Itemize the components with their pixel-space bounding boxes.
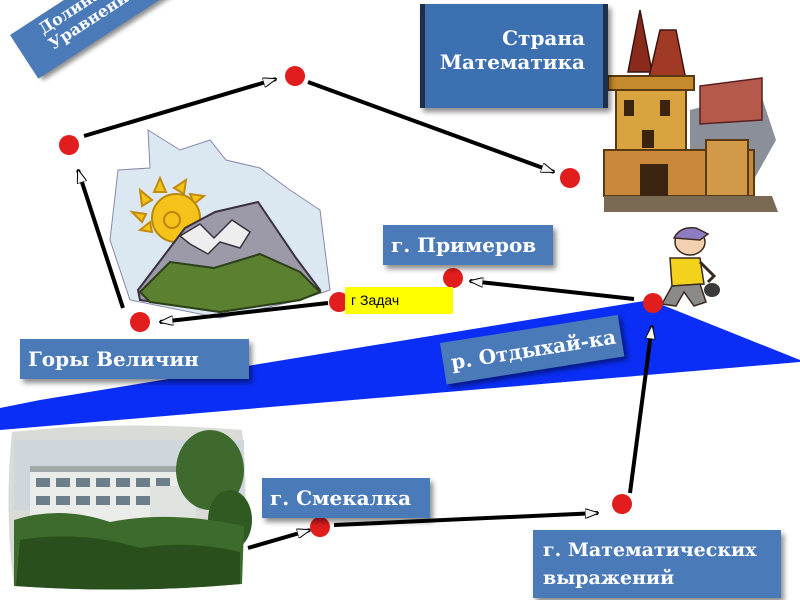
math-expressions-line1: г. Математических <box>543 539 757 561</box>
route-stop <box>643 293 663 313</box>
mountain-sun-picture <box>109 129 331 319</box>
country-title-line1: Страна <box>502 26 585 50</box>
route-path <box>76 77 652 550</box>
math-expressions-line2: выражений <box>543 567 675 589</box>
city-of-wit-label: г. Смекалка <box>262 478 430 518</box>
country-title-line2: Математика <box>439 50 585 74</box>
route-stop <box>310 517 330 537</box>
route-stop <box>443 268 463 288</box>
route-stop <box>560 168 580 188</box>
mountains-of-quantities-label: Горы Величин <box>20 339 249 379</box>
route-stop <box>612 494 632 514</box>
math-country-title: Страна Математика <box>420 4 608 108</box>
city-of-math-expressions-label: г. Математических выражений <box>533 530 781 598</box>
route-stop <box>285 66 305 86</box>
city-of-problems-label: г Задач <box>345 287 453 314</box>
school-building-photo <box>8 425 252 590</box>
city-of-examples-label: г. Примеров <box>383 225 553 265</box>
route-stop <box>59 135 79 155</box>
castle-picture <box>600 4 780 212</box>
route-stops <box>59 66 663 537</box>
route-stop <box>329 292 349 312</box>
walking-boy-picture <box>660 226 720 307</box>
route-stop <box>130 312 150 332</box>
